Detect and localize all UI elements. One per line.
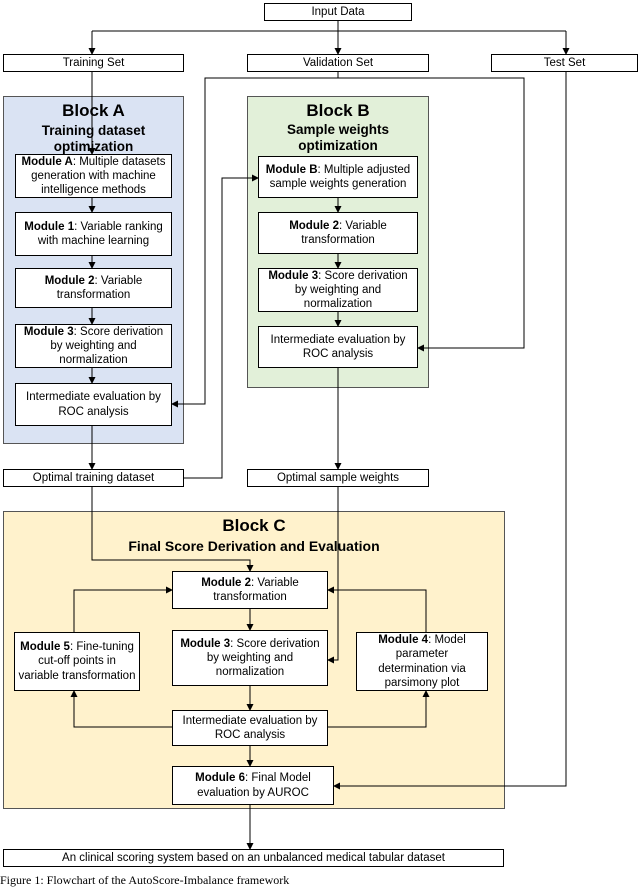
b-module-3-text: : Score derivation by weighting and norm…	[294, 269, 408, 311]
block-c-module-3: Module 3: Score derivation by weighting …	[172, 630, 328, 686]
block-b-subtitle: Sample weights optimization	[286, 122, 390, 153]
block-c-module-5: Module 5: Fine-tuning cut-off points in …	[14, 632, 140, 691]
block-c-subtitle: Final Score Derivation and Evaluation	[128, 538, 380, 554]
test-set-box: Test Set	[491, 54, 638, 72]
block-b-evaluation: Intermediate evaluation by ROC analysis	[258, 326, 418, 368]
module-4-text: : Model parameter determination via pars…	[378, 634, 466, 689]
block-c-module-4: Module 4: Model parameter determination …	[356, 632, 488, 691]
wire-c-4-2	[327, 586, 427, 632]
c-module-3-text: : Score derivation by weighting and norm…	[206, 637, 320, 678]
b-module-3-label: Module 3	[268, 269, 319, 282]
optimal-sample-weights-box: Optimal sample weights	[247, 469, 429, 487]
a-module-2-text: : Variable transformation	[56, 274, 143, 301]
final-output-box: An clinical scoring system based on an u…	[3, 849, 504, 867]
module-1-label: Module 1	[24, 220, 75, 233]
block-b-module-3: Module 3: Score derivation by weighting …	[258, 268, 418, 312]
module-5-text: : Fine-tuning cut-off points in variable…	[18, 641, 136, 682]
a-module-3-text: : Score derivation by weighting and norm…	[50, 325, 164, 367]
block-c-module-6: Module 6: Final Model evaluation by AURO…	[172, 766, 334, 805]
block-a-module-3: Module 3: Score derivation by weighting …	[15, 324, 172, 368]
module-a-label: Module A	[21, 155, 73, 168]
optimal-training-dataset-box: Optimal training dataset	[3, 469, 184, 487]
wire-optimal-weights-to-c3	[327, 487, 339, 664]
training-set-box: Training Set	[3, 54, 184, 72]
module-4-label: Module 4	[378, 634, 429, 647]
a-module-3-label: Module 3	[23, 325, 74, 338]
wire-optimal-training-to-c	[91, 487, 254, 572]
wire-optimal-training-to-module-b	[184, 174, 259, 479]
module-b-label: Module B	[265, 163, 318, 176]
input-data-box: Input Data	[264, 3, 412, 21]
wire-validation-to-b-eval	[337, 72, 525, 352]
b-module-2-text: : Variable transformation	[301, 219, 387, 246]
module-6-text: : Final Model evaluation by AUROC	[197, 772, 311, 799]
c-module-3-label: Module 3	[180, 637, 231, 650]
module-6-label: Module 6	[195, 772, 245, 785]
block-a-evaluation: Intermediate evaluation by ROC analysis	[15, 383, 172, 426]
module-1-text: : Variable ranking with machine learning	[37, 220, 163, 247]
block-b-module-2: Module 2: Variable transformation	[258, 212, 418, 254]
c-module-2-label: Module 2	[201, 576, 252, 589]
b-module-2-label: Module 2	[289, 219, 340, 232]
block-a-module-1: Module 1: Variable ranking with machine …	[15, 212, 172, 256]
validation-set-box: Validation Set	[247, 54, 429, 72]
block-a-subtitle: Training dataset optimization	[41, 123, 146, 154]
block-b-module-b: Module B: Multiple adjusted sample weigh…	[258, 156, 418, 198]
block-b-title: Block B	[306, 101, 370, 120]
block-c-evaluation: Intermediate evaluation by ROC analysis	[172, 710, 328, 746]
a-module-2-label: Module 2	[44, 274, 95, 287]
block-c-module-2: Module 2: Variable transformation	[172, 571, 328, 609]
module-b-text: : Multiple adjusted sample weights gener…	[269, 163, 411, 190]
wire-c-eval-4	[328, 690, 430, 728]
block-a-module-2: Module 2: Variable transformation	[15, 268, 172, 308]
block-a-title: Block A	[62, 101, 125, 120]
c-module-2-text: : Variable transformation	[213, 576, 299, 603]
wire-c-eval-5	[70, 690, 172, 728]
wire-test-to-module-6	[333, 72, 567, 790]
module-a-text: : Multiple datasets generation with mach…	[31, 155, 166, 197]
wire-c-5-2	[73, 586, 173, 632]
module-5-label: Module 5	[20, 641, 70, 654]
block-c-title: Block C	[222, 516, 286, 535]
figure-caption: Figure 1: Flowchart of the AutoScore-Imb…	[0, 873, 290, 887]
block-a-module-a: Module A: Multiple datasets generation w…	[15, 154, 172, 198]
